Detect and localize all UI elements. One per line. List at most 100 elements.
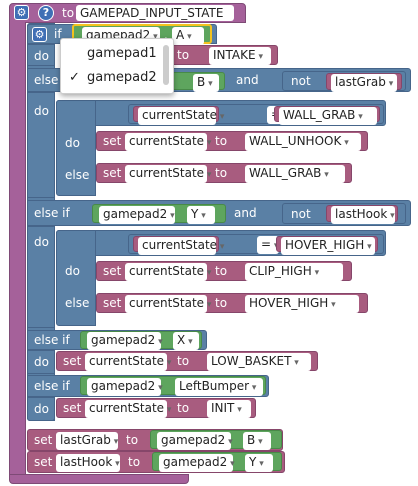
to-label: to xyxy=(62,6,75,20)
else-label: else xyxy=(65,168,90,182)
do-label: do xyxy=(65,264,80,278)
gamepad-x-block[interactable]: gamepad2 X xyxy=(80,331,202,350)
currentstate-var[interactable]: currentState xyxy=(133,236,219,255)
set-wall-unhook[interactable]: set currentState to WALL_UNHOOK xyxy=(96,131,368,151)
eq-dropdown[interactable]: = xyxy=(257,236,279,254)
to-label: to xyxy=(215,166,228,180)
set-label: set xyxy=(63,401,82,415)
hover-high-field[interactable]: HOVER_HIGH xyxy=(281,237,375,255)
button-leftbumper-dropdown[interactable]: LeftBumper xyxy=(175,378,263,396)
set-intake-block[interactable]: to INTAKE xyxy=(150,45,278,65)
else-label: else xyxy=(65,296,90,310)
else-if-label: else if xyxy=(34,333,70,347)
gamepad-dropdown-menu: gamepad1 ✓ gamepad2 xyxy=(60,38,174,94)
gamepad-dropdown[interactable]: gamepad2 xyxy=(159,454,233,472)
gamepad-y-block[interactable]: gamepad2 Y xyxy=(92,204,226,224)
menu-item-gamepad2[interactable]: ✓ gamepad2 xyxy=(61,66,173,90)
else-label: else xyxy=(34,73,59,87)
to-label: to xyxy=(215,264,228,278)
currentstate-field[interactable]: currentState xyxy=(125,165,207,183)
set-label: set xyxy=(103,296,122,310)
if-label: if xyxy=(54,27,62,41)
lasthook-field[interactable]: lastHook xyxy=(56,454,120,472)
set-wall-grab[interactable]: set currentState to WALL_GRAB xyxy=(96,163,352,183)
set-label: set xyxy=(34,455,53,469)
gamepad-dropdown[interactable]: gamepad2 xyxy=(87,378,161,396)
wall-grab-literal[interactable]: WALL_GRAB xyxy=(274,106,380,125)
do-label: do xyxy=(65,136,80,150)
lasthook-field[interactable]: lastHook xyxy=(331,206,395,224)
clip-high-field[interactable]: CLIP_HIGH xyxy=(245,263,343,281)
gear-icon[interactable]: ⚙ xyxy=(32,27,47,42)
gamepad-leftbumper-block[interactable]: gamepad2 LeftBumper xyxy=(80,376,266,396)
wall-unhook-field[interactable]: WALL_UNHOOK xyxy=(245,133,361,151)
to-label: to xyxy=(215,134,228,148)
procedure-block[interactable]: ⚙ ? to GAMEPAD_INPUT_STATE xyxy=(9,3,246,23)
and-label: and xyxy=(236,73,259,87)
menu-scrollbar[interactable] xyxy=(163,45,169,85)
do-row-5: do xyxy=(27,397,55,421)
currentstate-var[interactable]: currentState xyxy=(133,106,219,125)
lastgrab-field[interactable]: lastGrab xyxy=(331,74,397,92)
to-label: to xyxy=(215,296,228,310)
set-label: set xyxy=(103,264,122,278)
gamepad-y-tail[interactable]: gamepad2 Y xyxy=(152,452,282,472)
wall-grab-field[interactable]: WALL_GRAB xyxy=(279,107,377,125)
not-label: not xyxy=(291,207,311,221)
and-label: and xyxy=(234,206,257,220)
do-label: do xyxy=(34,402,49,416)
gamepad-b-tail[interactable]: gamepad2 B xyxy=(150,430,282,450)
check-icon: ✓ xyxy=(69,70,80,85)
gear-icon[interactable]: ⚙ xyxy=(14,5,29,20)
do-label: do xyxy=(34,49,49,63)
nested-if-y-spine: do else xyxy=(56,230,96,326)
lastgrab-var[interactable]: lastGrab xyxy=(326,73,402,92)
hover-high-literal[interactable]: HOVER_HIGH xyxy=(276,236,378,255)
hover-high-field[interactable]: HOVER_HIGH xyxy=(245,295,359,313)
init-field[interactable]: INIT xyxy=(207,400,251,418)
currentstate-field[interactable]: currentState xyxy=(138,107,217,125)
gamepad-dropdown[interactable]: gamepad2 xyxy=(99,206,175,224)
do-row-1: do xyxy=(27,44,55,66)
to-label: to xyxy=(177,354,190,368)
set-init[interactable]: set currentState to INIT xyxy=(56,398,256,418)
lastgrab-field[interactable]: lastGrab xyxy=(56,432,118,450)
nested-if-b-spine: do else xyxy=(56,100,96,196)
else-if-label: else if xyxy=(34,206,70,220)
procedure-body-bar xyxy=(9,22,26,480)
currentstate-field[interactable]: currentState xyxy=(125,263,207,281)
currentstate-field[interactable]: currentState xyxy=(85,353,167,371)
set-clip-high[interactable]: set currentState to CLIP_HIGH xyxy=(96,261,352,281)
help-icon[interactable]: ? xyxy=(38,5,54,21)
button-a-dropdown[interactable]: A xyxy=(172,27,204,45)
to-label: to xyxy=(126,433,139,447)
button-x-dropdown[interactable]: X xyxy=(173,332,199,350)
low-basket-field[interactable]: LOW_BASKET xyxy=(207,353,311,371)
do-row-3: do xyxy=(27,226,55,328)
button-b-dropdown[interactable]: B xyxy=(193,74,219,92)
menu-item-label: gamepad1 xyxy=(87,46,157,61)
dot-label: . xyxy=(164,28,168,42)
menu-item-gamepad1[interactable]: gamepad1 xyxy=(61,42,173,66)
currentstate-field[interactable]: currentState xyxy=(125,295,207,313)
set-hover-high[interactable]: set currentState to HOVER_HIGH xyxy=(96,293,368,313)
set-low-basket[interactable]: set currentState to LOW_BASKET xyxy=(56,351,318,371)
procedure-name-field[interactable]: GAMEPAD_INPUT_STATE xyxy=(76,5,234,21)
gamepad-dropdown[interactable]: gamepad2 xyxy=(87,332,161,350)
else-if-label: else if xyxy=(34,379,70,393)
lasthook-var[interactable]: lastHook xyxy=(326,205,398,224)
button-y-dropdown[interactable]: Y xyxy=(187,206,215,224)
set-label: set xyxy=(34,433,53,447)
set-label: set xyxy=(103,166,122,180)
button-b-dropdown[interactable]: B xyxy=(243,432,271,450)
currentstate-field[interactable]: currentState xyxy=(85,400,167,418)
intake-field[interactable]: INTAKE xyxy=(209,47,271,65)
currentstate-field[interactable]: currentState xyxy=(138,237,217,255)
currentstate-field[interactable]: currentState xyxy=(125,133,207,151)
menu-item-label: gamepad2 xyxy=(87,70,157,85)
wall-grab-field[interactable]: WALL_GRAB xyxy=(245,165,345,183)
button-y-dropdown[interactable]: Y xyxy=(245,454,273,472)
to-label: to xyxy=(177,401,190,415)
gamepad-dropdown[interactable]: gamepad2 xyxy=(157,432,231,450)
procedure-bottom-bar xyxy=(9,474,189,484)
